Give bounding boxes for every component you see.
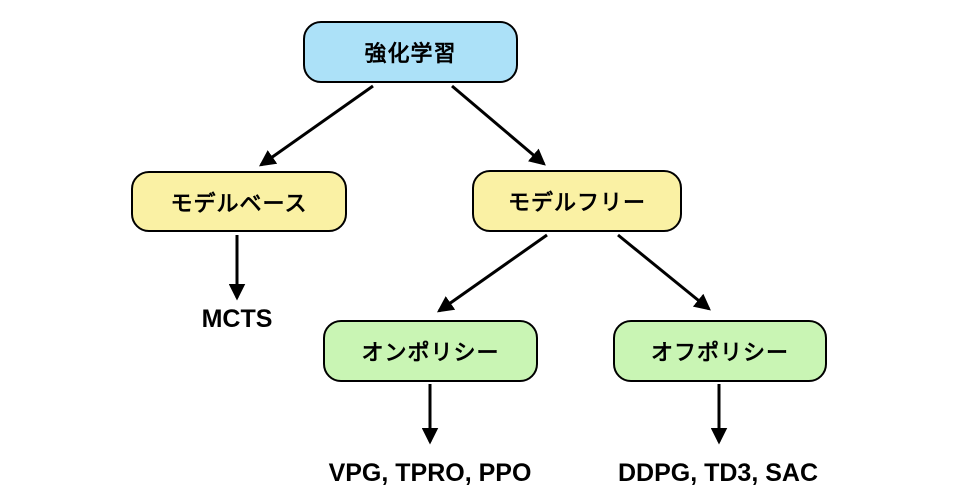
- node-off-policy: オフポリシー: [613, 320, 827, 382]
- node-model-free-label: モデルフリー: [507, 190, 646, 215]
- leaf-model-based-algorithms: MCTS: [157, 303, 317, 335]
- leaf-off-policy-algorithms: DDPG, TD3, SAC: [598, 457, 838, 489]
- node-model-based-label: モデルベース: [170, 190, 308, 216]
- node-on-policy-label: オンポリシー: [361, 340, 500, 365]
- node-model-free: モデルフリー: [472, 170, 682, 232]
- node-on-policy: オンポリシー: [323, 320, 538, 382]
- leaf-on-policy-algorithms: VPG, TPRO, PPO: [310, 457, 550, 489]
- node-reinforcement-learning-label: 強化学習: [364, 41, 457, 66]
- edge-root-to-model-free-arrow: [451, 84, 546, 166]
- edge-model-free-to-off-policy-arrow: [617, 233, 711, 311]
- node-off-policy-label: オフポリシー: [650, 340, 789, 365]
- leaf-on-policy-algorithms-label: VPG, TPRO, PPO: [328, 458, 532, 487]
- node-reinforcement-learning: 強化学習: [303, 21, 518, 83]
- leaf-off-policy-algorithms-label: DDPG, TD3, SAC: [617, 458, 819, 487]
- edge-model-free-to-on-policy-arrow: [436, 233, 548, 313]
- leaf-model-based-algorithms-label: MCTS: [201, 304, 273, 333]
- node-model-based: モデルベース: [131, 171, 347, 232]
- edge-root-to-model-based-arrow: [258, 84, 374, 167]
